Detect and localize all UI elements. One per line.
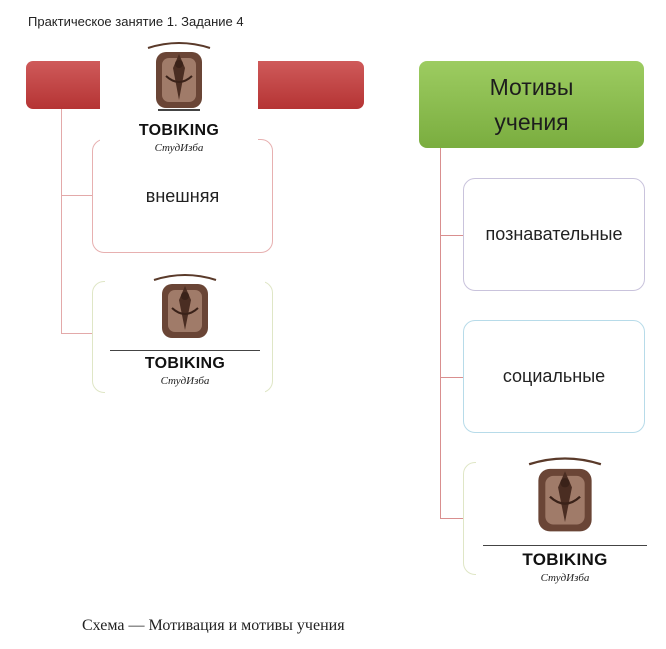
watermark-subtitle: СтудИзба [160,375,210,387]
watermark-rule [483,545,647,546]
figure-caption: Схема — Мотивация и мотивы учения [82,617,345,634]
watermark-subtitle: СтудИзба [154,142,204,154]
diagram-box-label: социальные [502,366,606,386]
watermark-brand: TOBIKING [144,355,226,372]
watermark-logo: TOBIKING СтудИзба [476,455,654,601]
watermark-logo: TOBIKING СтудИзба [105,272,265,396]
diagram-box-label: познавательные [485,224,623,244]
watermark-brand: TOBIKING [138,122,220,139]
watermark-brand: TOBIKING [522,550,608,569]
crest-icon [153,274,217,338]
watermark-rule [110,350,260,351]
crest-icon [528,457,602,532]
left-connector-branch [61,333,92,334]
right-header-box: Мотивы учения [419,61,644,148]
watermark-subtitle: СтудИзба [540,572,590,584]
left-connector-vertical [61,108,62,333]
watermark-logo: TOBIKING СтудИзба [100,40,258,160]
right-connector-branch [440,377,463,378]
left-connector-branch [61,195,92,196]
page-title: Практическое занятие 1. Задание 4 [28,14,244,29]
right-header-label: Мотивы учения [489,74,574,135]
diagram-box-label: внешняя [145,185,220,206]
crest-icon [147,42,211,111]
right-connector-branch [440,518,463,519]
diagram-box-cognitive: познавательные [463,178,645,291]
diagram-box-social: социальные [463,320,645,433]
right-connector-branch [440,235,463,236]
right-connector-vertical [440,148,441,518]
